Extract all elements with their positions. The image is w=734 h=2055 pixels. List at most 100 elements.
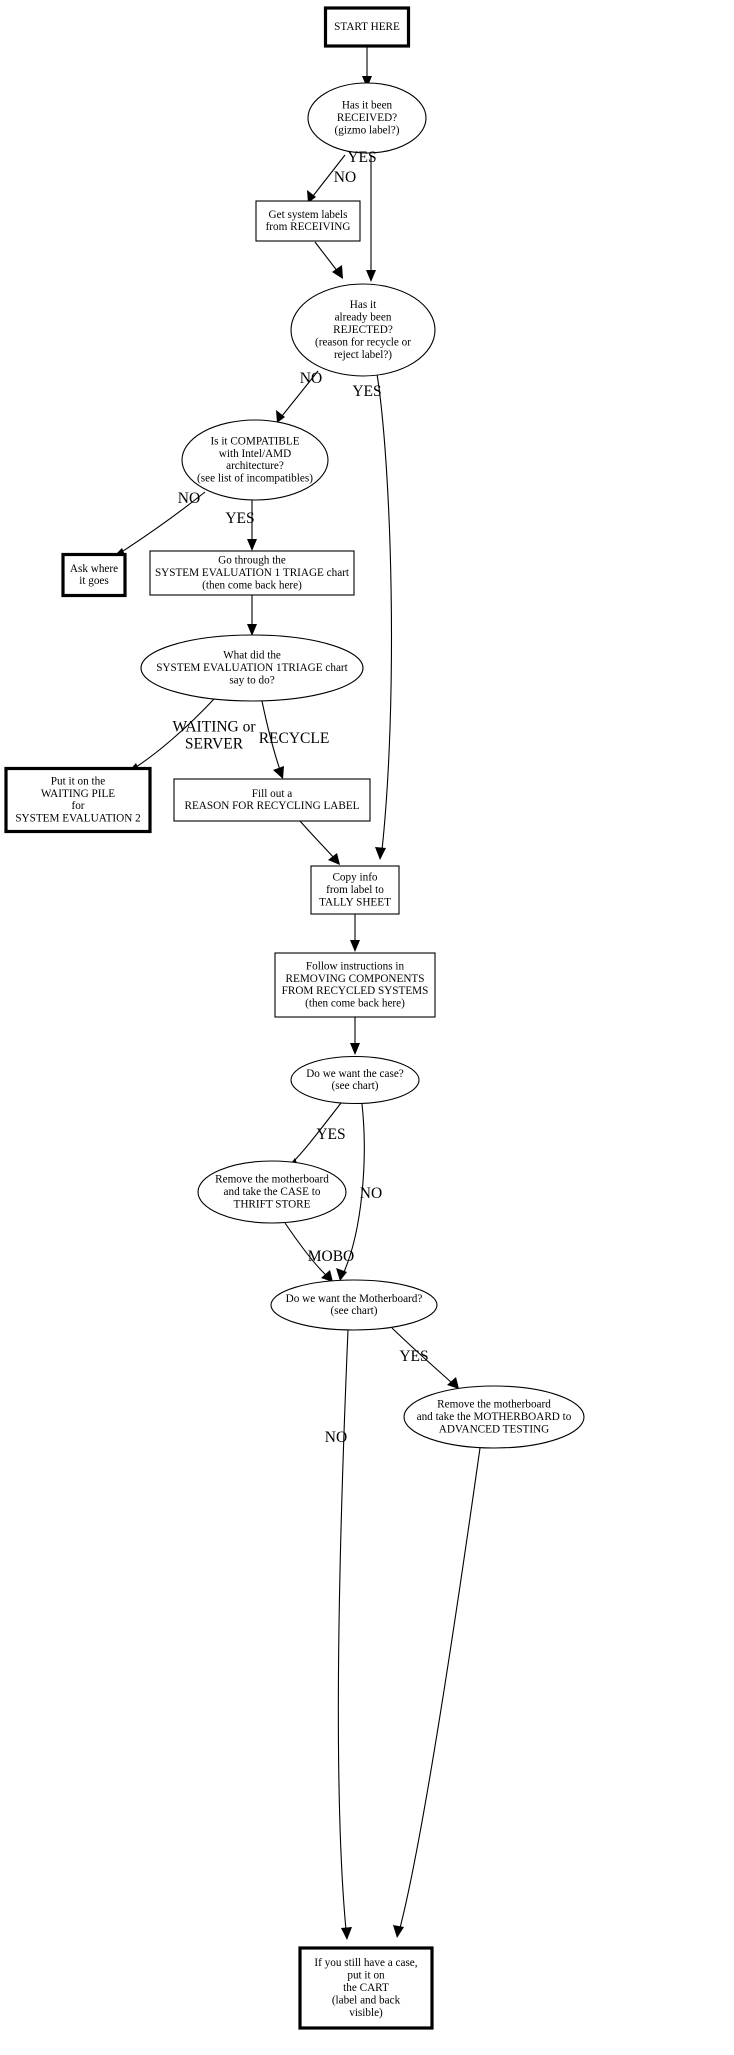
node-text-line: REASON FOR RECYCLING LABEL xyxy=(185,800,360,812)
node-label-want-case: Do we want the case?(see chart) xyxy=(306,1067,404,1091)
edge-label-line: YES xyxy=(352,383,381,400)
edge-label-received-get-labels: NO xyxy=(334,169,356,186)
node-text-line: Put it on the xyxy=(51,775,105,787)
edge-label-line: WAITING or xyxy=(172,718,256,735)
node-text-line: WAITING PILE xyxy=(41,787,115,799)
node-text-line: RECEIVED? xyxy=(337,112,397,124)
edge-label-line: SERVER xyxy=(185,735,244,752)
node-text-line: (reason for recycle or xyxy=(315,336,411,348)
edge-start-received xyxy=(362,46,372,88)
node-text-line: from label to xyxy=(326,884,384,896)
edge-label-line: YES xyxy=(347,149,376,166)
edge-received-get-labels xyxy=(307,154,346,203)
node-text-line: Ask where xyxy=(70,562,118,574)
node-text-line: Copy info xyxy=(332,871,377,883)
edge-compatible-triage xyxy=(247,500,257,551)
edge-label-compatible-ask: NO xyxy=(178,490,200,507)
edge-label-line: NO xyxy=(300,370,322,387)
edge-wantcase-no-mobo xyxy=(336,1103,365,1281)
node-text-line: ADVANCED TESTING xyxy=(439,1423,550,1435)
node-text-line: it goes xyxy=(79,575,109,587)
node-text-line: architecture? xyxy=(226,460,284,472)
node-text-line: Remove the motherboard xyxy=(215,1173,329,1185)
edge-label-line: NO xyxy=(334,169,356,186)
edge-label-thrift-mobo: MOBO xyxy=(308,1248,355,1265)
node-text-line: put it on xyxy=(347,1969,385,1981)
edge-label-line: NO xyxy=(178,490,200,507)
node-text-line: Go through the xyxy=(218,554,286,566)
node-text-line: visible) xyxy=(349,2006,383,2018)
node-text-line: What did the xyxy=(223,649,281,661)
edge-label-line: NO xyxy=(360,1185,382,1202)
node-text-line: and take the MOTHERBOARD to xyxy=(417,1411,572,1423)
edge-label-line: NO xyxy=(325,1429,347,1446)
edge-mobo-yes-testing xyxy=(391,1327,459,1389)
node-start: START HERE xyxy=(323,6,411,48)
node-text-line: (see list of incompatibles) xyxy=(197,472,313,484)
node-text-line: If you still have a case, xyxy=(314,1957,417,1969)
node-text-line: the CART xyxy=(343,1982,389,1994)
edge-thrift-mobo xyxy=(284,1222,333,1282)
edge-testing-cart xyxy=(393,1447,481,1938)
node-text-line: REMOVING COMPONENTS xyxy=(286,972,425,984)
node-text-line: with Intel/AMD xyxy=(219,447,291,459)
node-text-line: already been xyxy=(335,311,392,323)
node-text-line: Get system labels xyxy=(269,208,348,220)
edge-label-rejected-compatible: NO xyxy=(300,370,322,387)
edge-label-mobo-no-cart: NO xyxy=(325,1429,347,1446)
edge-recycle-tally xyxy=(299,820,340,865)
node-text-line: THRIFT STORE xyxy=(234,1198,311,1210)
node-text-line: TALLY SHEET xyxy=(319,896,391,908)
edge-label-mobo-yes-testing: YES xyxy=(399,1348,428,1365)
edge-rejected-compatible xyxy=(276,370,319,423)
node-text-line: Do we want the Motherboard? xyxy=(286,1292,423,1304)
edge-label-wantcase-thrift: YES xyxy=(316,1126,345,1143)
node-text-line: from RECEIVING xyxy=(266,221,351,233)
edge-label-line: YES xyxy=(316,1126,345,1143)
node-text-line: Follow instructions in xyxy=(306,960,405,972)
node-text-line: and take the CASE to xyxy=(224,1186,321,1198)
node-text-line: REJECTED? xyxy=(333,324,393,336)
node-text-line: (see chart) xyxy=(332,1080,379,1092)
node-want-motherboard: Do we want the Motherboard?(see chart) xyxy=(270,1279,438,1331)
edge-mobo-no-cart xyxy=(337,1329,352,1940)
node-text-line: reject label?) xyxy=(334,348,392,360)
edge-tally-removing xyxy=(350,914,360,952)
edge-label-wantcase-no-mobo: NO xyxy=(360,1185,382,1202)
edge-label-what-recycle: RECYCLE xyxy=(259,730,330,747)
node-label-want-motherboard: Do we want the Motherboard?(see chart) xyxy=(286,1292,423,1316)
node-text-line: SYSTEM EVALUATION 1 TRIAGE chart xyxy=(155,567,350,579)
node-label-start: START HERE xyxy=(334,21,400,33)
node-text-line: Is it COMPATIBLE xyxy=(210,435,299,447)
node-text-line: (then come back here) xyxy=(202,579,302,591)
edge-label-line: RECYCLE xyxy=(259,730,330,747)
